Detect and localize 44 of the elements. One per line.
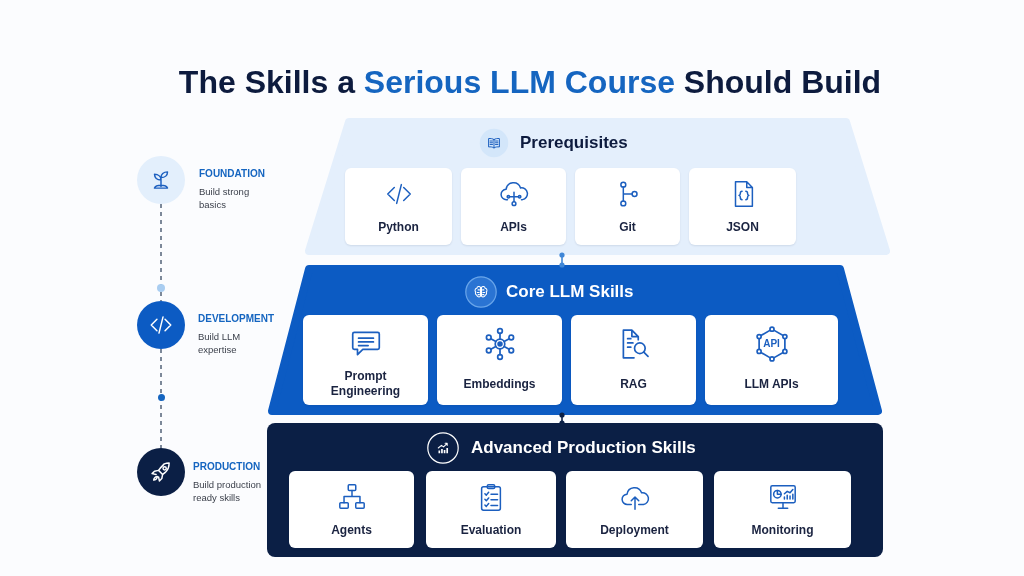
stage-description: Build production ready skills: [193, 478, 263, 504]
skill-card: [714, 471, 851, 548]
card-label: Evaluation: [460, 523, 522, 538]
diagram-title: The Skills a Serious LLM Course Should Build: [177, 63, 883, 102]
tier-title: Core LLM Skills: [506, 281, 634, 303]
card-label: Git: [619, 220, 636, 235]
skill-card: [303, 315, 428, 405]
skill-card: [705, 315, 838, 405]
tier-title: Advanced Production Skills: [471, 437, 696, 459]
stage-circle: [137, 448, 185, 496]
skill-card: [571, 315, 696, 405]
icon-label: API: [762, 338, 781, 350]
skill-card: [437, 315, 562, 405]
card-label: RAG: [620, 376, 647, 392]
card-label: Python: [378, 220, 419, 235]
skill-card: [426, 471, 556, 548]
skill-card: [461, 168, 566, 245]
stage-heading: DEVELOPMENT: [198, 312, 276, 325]
card-label: Embeddings: [463, 376, 536, 392]
stage-heading: PRODUCTION: [193, 460, 262, 473]
stage-heading: FOUNDATION: [199, 167, 266, 180]
card-label: Monitoring: [751, 523, 814, 538]
card-label: JSON: [726, 220, 759, 235]
skill-card: [566, 471, 703, 548]
skill-card: [345, 168, 452, 245]
skill-card: [689, 168, 796, 245]
tier-title: Prerequisites: [520, 132, 628, 154]
tier-panel: [267, 423, 883, 557]
dashed-connector: [160, 203, 162, 302]
stage-circle: [137, 301, 185, 349]
stage-description: Build LLM expertise: [198, 330, 242, 356]
dashed-connector: [160, 348, 162, 449]
card-label: Deployment: [600, 523, 669, 538]
card-label: Prompt Engineering: [329, 369, 402, 399]
card-label: Agents: [331, 523, 372, 538]
connector-line: [559, 412, 565, 426]
skill-card: [575, 168, 680, 245]
stage-description: Build strong basics: [199, 185, 251, 211]
card-label: LLM APIs: [744, 376, 799, 392]
skill-card: [289, 471, 414, 548]
trapezoid-tier: [305, 118, 890, 255]
card-label: APIs: [500, 220, 527, 235]
stage-circle: [137, 156, 185, 204]
connector-line: [559, 252, 565, 268]
